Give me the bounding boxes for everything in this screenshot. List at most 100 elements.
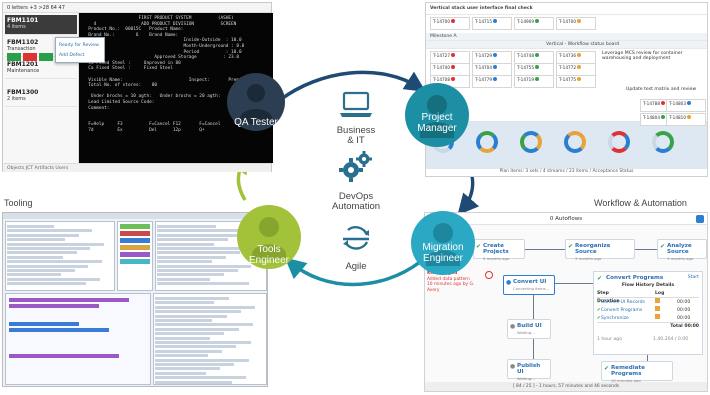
terminal-line: Under brochs = 10 agth: Under brochs = 2…	[83, 94, 221, 100]
terminal-line: F=Help F3 F=Cancel F12 F=Cancel	[83, 122, 221, 128]
donut-chart	[520, 131, 542, 153]
code-line	[155, 371, 206, 375]
terminal-line: 7d Ex Del 12p Q+	[83, 127, 205, 133]
code-line	[157, 260, 213, 264]
code-line	[7, 255, 64, 259]
person-icon	[420, 95, 454, 138]
menu-item-ready-for-review[interactable]: Ready for Review	[59, 43, 99, 48]
board-card[interactable]: T-14775	[556, 75, 596, 88]
code-line	[7, 269, 75, 272]
code-line	[155, 380, 232, 384]
code-line	[157, 273, 224, 277]
agile-cycle-icon	[343, 226, 369, 250]
board-card[interactable]: T-14704	[472, 63, 512, 76]
code-line	[7, 282, 87, 286]
log-icon	[655, 298, 660, 303]
code-line	[155, 323, 253, 327]
ide-layout-pane	[5, 293, 151, 385]
code-line	[155, 376, 247, 380]
terminal-line: Brand No.: 6 Brand Name:	[83, 32, 179, 38]
flow-connector	[635, 249, 657, 250]
qa-tester-circle	[227, 73, 285, 131]
add-icon[interactable]	[696, 215, 704, 223]
board-card[interactable]: T-14779	[472, 75, 512, 88]
terminal-line: Comment:	[83, 105, 110, 111]
workflow-footer: [ 84 / 25 ] - 1 hours, 57 minutes and 46…	[425, 382, 707, 391]
board-card[interactable]: T-14810	[666, 113, 706, 126]
code-line	[155, 349, 223, 353]
panel-subtitle: Flow History Details	[621, 283, 675, 288]
board-card[interactable]: T-14715	[472, 17, 512, 30]
code-line	[157, 255, 226, 259]
terminal-line: FIRST PRODUCT SYSTEM (ASHE)	[83, 16, 234, 21]
code-line	[157, 282, 250, 286]
donut-chart	[608, 131, 630, 153]
code-line	[157, 264, 252, 268]
workflow-header: 0 Autoflows	[425, 213, 707, 225]
code-line	[7, 260, 102, 264]
terminal-line: Product No.: 00015C Product Name:	[83, 27, 184, 33]
code-line	[155, 336, 210, 340]
code-line	[7, 229, 93, 233]
tooling-screenshot	[2, 212, 268, 387]
board-row-label: Vertical - Workflow status board	[426, 41, 707, 49]
log-icon	[655, 306, 660, 311]
tools-engineer-circle	[237, 205, 301, 269]
ide-color-palette	[117, 221, 153, 291]
code-line	[157, 247, 254, 250]
board-footer: Plan items: 3 sets / 4 streams / 23 item…	[426, 169, 707, 176]
donut-chart	[564, 131, 586, 153]
board-card[interactable]: T-14700	[430, 17, 470, 30]
ide-menubar	[3, 213, 267, 219]
board-row-label: Milestone A	[426, 33, 707, 41]
board-card[interactable]: T-14719	[514, 75, 554, 88]
start-button[interactable]: Start	[687, 275, 699, 280]
gears-icon	[339, 151, 372, 182]
code-line	[157, 277, 210, 281]
terminal-toolbar: 0 letters +3 >28 64 47	[3, 3, 271, 13]
flow-history-panel: ✔ Convert Programs Start Flow History De…	[593, 271, 703, 355]
qa-tester-label: QA Tester	[234, 117, 278, 128]
flow-connector	[523, 249, 565, 250]
board-card[interactable]: T-14700	[556, 17, 596, 30]
board-card[interactable]: T-14909	[514, 17, 554, 30]
menu-item-add-defect[interactable]: Add Defect	[59, 53, 85, 58]
flow-connector	[533, 339, 534, 359]
code-line	[155, 314, 227, 318]
tooling-label: Tooling	[4, 198, 33, 208]
flow-connector	[543, 283, 593, 284]
donut-chart	[652, 131, 674, 153]
code-line	[157, 251, 240, 255]
code-line	[155, 305, 256, 309]
alert-icon	[485, 271, 493, 279]
code-line	[7, 242, 104, 246]
code-line	[157, 238, 229, 242]
code-line	[155, 297, 229, 300]
terminal-line: Lead Limited Source Code:	[83, 99, 155, 105]
code-line	[155, 310, 241, 314]
code-line	[157, 229, 256, 233]
code-line	[7, 273, 62, 277]
board-card[interactable]: T-14803	[666, 99, 706, 112]
context-menu: Ready for Review Add Defect	[55, 37, 105, 63]
board-metrics-strip	[426, 121, 707, 169]
agile-label: Agile	[345, 261, 367, 272]
project-manager-circle	[405, 83, 469, 147]
workflow-label: Workflow & Automation	[594, 198, 687, 208]
